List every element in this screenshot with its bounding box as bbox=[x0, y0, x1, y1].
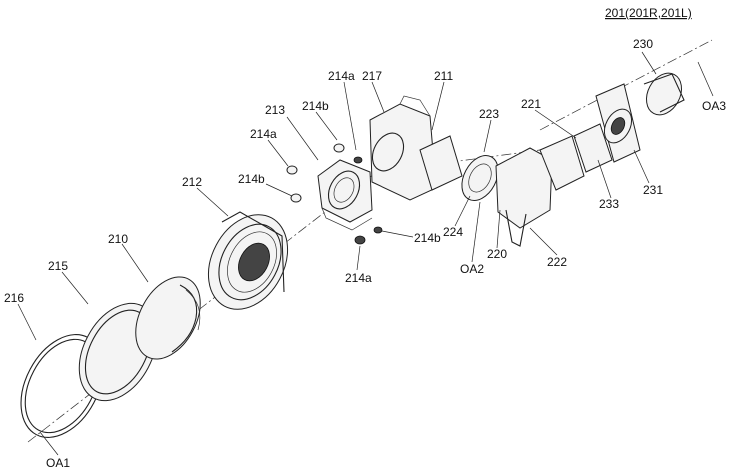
label-215: 215 bbox=[48, 259, 68, 273]
label-214a-left: 214a bbox=[250, 127, 277, 141]
screw-214b-left bbox=[290, 193, 302, 203]
label-231: 231 bbox=[643, 183, 663, 197]
label-214a-bottom: 214a bbox=[345, 271, 372, 285]
label-oa2: OA2 bbox=[460, 262, 484, 276]
screw-214a-left bbox=[286, 165, 298, 175]
plate-233 bbox=[573, 123, 613, 173]
label-220: 220 bbox=[487, 247, 507, 261]
frame-222 bbox=[495, 135, 585, 247]
screw-214a-bottom bbox=[354, 235, 366, 245]
label-214b-left: 214b bbox=[238, 172, 265, 186]
label-230: 230 bbox=[633, 37, 653, 51]
label-oa1: OA1 bbox=[46, 456, 70, 470]
label-223: 223 bbox=[479, 107, 499, 121]
sensor-230 bbox=[643, 72, 685, 116]
label-222: 222 bbox=[547, 255, 567, 269]
label-233: 233 bbox=[599, 197, 619, 211]
label-221: 221 bbox=[521, 97, 541, 111]
screw-214b-top bbox=[333, 143, 345, 153]
label-216: 216 bbox=[4, 291, 24, 305]
mount-231 bbox=[595, 83, 641, 163]
label-214b-top: 214b bbox=[302, 99, 329, 113]
label-214a-top: 214a bbox=[328, 69, 355, 83]
label-213: 213 bbox=[265, 103, 285, 117]
screw-214b-bottom bbox=[373, 226, 383, 234]
body-211 bbox=[369, 95, 463, 201]
label-212: 212 bbox=[182, 175, 202, 189]
screw-214a-top bbox=[353, 156, 363, 164]
holder-212 bbox=[207, 211, 289, 310]
bracket-213 bbox=[317, 159, 373, 231]
optical-axis-oa3 bbox=[539, 39, 713, 131]
label-210: 210 bbox=[108, 232, 128, 246]
label-214b-bottom: 214b bbox=[414, 231, 441, 245]
figure-title: 201(201R,201L) bbox=[605, 6, 692, 20]
label-oa3: OA3 bbox=[702, 99, 726, 113]
label-211: 211 bbox=[434, 69, 453, 83]
label-217: 217 bbox=[362, 69, 382, 83]
lens-210 bbox=[135, 276, 201, 360]
label-224: 224 bbox=[443, 225, 463, 239]
leader-lines bbox=[17, 51, 714, 456]
